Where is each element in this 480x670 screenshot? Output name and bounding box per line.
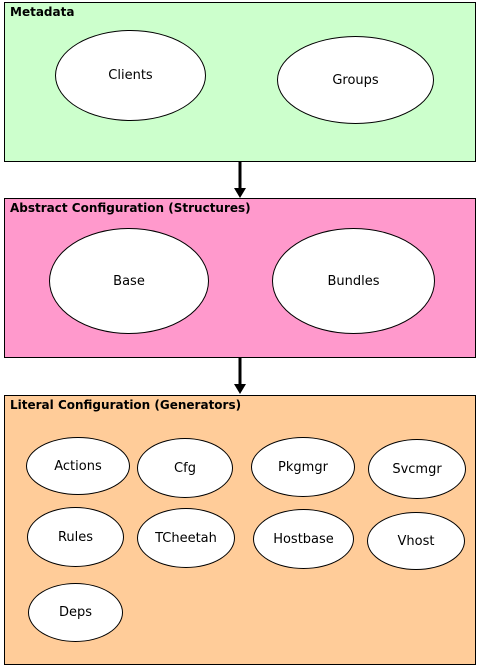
node-pkgmgr: Pkgmgr: [251, 437, 355, 497]
abstract-configuration-title: Abstract Configuration (Structures): [10, 201, 251, 215]
node-deps: Deps: [28, 583, 123, 642]
node-label: Actions: [54, 458, 102, 474]
node-groups: Groups: [277, 36, 434, 124]
node-label: Clients: [108, 68, 153, 83]
flow-arrow-1: [234, 162, 246, 198]
metadata-title: Metadata: [10, 5, 75, 19]
node-label: Bundles: [327, 273, 380, 289]
node-actions: Actions: [26, 437, 130, 495]
node-label: Pkgmgr: [278, 459, 328, 475]
node-base: Base: [49, 228, 209, 334]
flow-arrow-2: [234, 358, 246, 394]
node-clients: Clients: [55, 30, 206, 121]
node-label: Rules: [57, 529, 94, 545]
abstract-configuration-panel: Abstract Configuration (Structures) Base…: [4, 198, 476, 358]
node-label: Deps: [58, 605, 93, 620]
metadata-panel: Metadata Clients Groups: [4, 2, 476, 162]
node-tcheetah: TCheetah: [137, 508, 235, 568]
node-label: TCheetah: [155, 530, 217, 546]
literal-configuration-panel: Literal Configuration (Generators) Actio…: [4, 395, 476, 665]
node-cfg: Cfg: [137, 438, 233, 498]
node-label: Vhost: [397, 533, 435, 549]
node-label: Base: [113, 273, 145, 289]
node-label: Groups: [332, 72, 379, 88]
node-label: Svcmgr: [392, 461, 442, 477]
node-label: Cfg: [174, 460, 196, 476]
literal-configuration-title: Literal Configuration (Generators): [10, 398, 242, 412]
node-svcmgr: Svcmgr: [368, 439, 466, 499]
node-label: Hostbase: [273, 531, 334, 547]
node-rules: Rules: [27, 507, 124, 567]
node-vhost: Vhost: [367, 512, 465, 570]
node-bundles: Bundles: [272, 228, 435, 334]
node-hostbase: Hostbase: [253, 509, 354, 569]
